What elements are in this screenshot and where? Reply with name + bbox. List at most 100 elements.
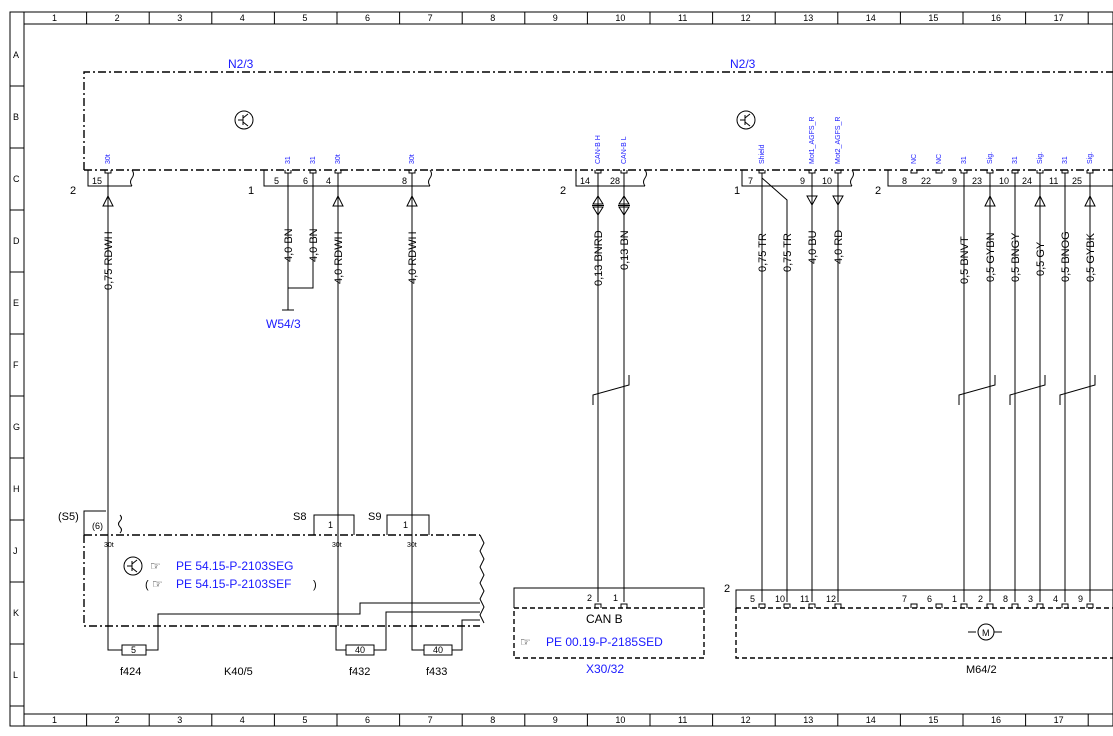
pin-signal: 31 <box>285 156 292 164</box>
motor-symbol: M <box>982 628 990 638</box>
connector-pin: 31 5 <box>274 156 292 186</box>
fuse-name: f432 <box>349 666 370 678</box>
motor-pin-number: 9 <box>1078 594 1083 604</box>
grid-col-label: 11 <box>678 13 687 23</box>
transistor-icon <box>234 110 254 130</box>
grid-col-label: 14 <box>866 13 876 23</box>
module-n2-3: N2/3 N2/3 2 1 2 1 2 <box>70 57 1113 197</box>
grid-col-label: 5 <box>302 13 307 23</box>
motor-icon: M <box>968 623 1002 641</box>
wire-label: 0,75 TR <box>782 233 794 272</box>
pin-number: 23 <box>972 176 982 186</box>
can-ref-link[interactable]: PE 00.19-P-2185SED <box>546 635 663 649</box>
grid-col-label: 16 <box>991 715 1001 725</box>
pin-number: 10 <box>999 176 1009 186</box>
pin-signal: 30t <box>105 154 112 164</box>
s9-pin: 1 <box>403 520 408 530</box>
pin-signal: 30t <box>409 154 416 164</box>
grid-col-label: 2 <box>115 13 120 23</box>
ground-label: W54/3 <box>266 317 301 331</box>
pin-number: 24 <box>1022 176 1032 186</box>
connector-pin: 31 9 <box>952 156 968 186</box>
wire-label: 0,5 BNGY <box>1010 232 1022 282</box>
wire-label: 4,0 BU <box>807 230 819 264</box>
wire: 4,0 BN <box>308 173 320 262</box>
relay-ref-link-2[interactable]: PE 54.15-P-2103SEF <box>176 577 291 591</box>
pin-number: 5 <box>274 176 279 186</box>
pin-signal: 31 <box>1012 156 1019 164</box>
relay-ref-close: ) <box>313 579 317 591</box>
connector-pin: Mot1_AGFS_R9 <box>800 117 816 186</box>
wire-label: 0,13 BNRD <box>593 230 605 286</box>
pin-signal: 30t <box>332 542 342 549</box>
grid-row-label: C <box>13 174 20 184</box>
s8-label: S8 <box>293 511 306 523</box>
transistor-icon <box>123 556 143 576</box>
s5-label: (S5) <box>58 511 79 523</box>
motor-pin-number: 7 <box>902 594 907 604</box>
grid-col-label: 8 <box>490 13 495 23</box>
wire-label: 0,75 TR <box>757 233 769 272</box>
wire-label: 4,0 RDWH <box>407 231 419 284</box>
motor-pin: 2 <box>978 594 994 608</box>
motor-pin: 10 <box>775 594 791 608</box>
grid-col-label: 8 <box>490 715 495 725</box>
pin-signal: Mot2_AGFS_R <box>835 117 842 164</box>
grid-row-label: K <box>13 608 19 618</box>
connector-number: 2 <box>560 185 566 197</box>
motor-pin-number: 11 <box>800 594 809 604</box>
connector-pin: 316 <box>303 156 317 186</box>
wire-label: 0,5 BNVT <box>959 236 971 284</box>
pin-signal: NC <box>911 154 918 164</box>
grid-col-label: 16 <box>991 13 1001 23</box>
motor-pin: 1 <box>952 594 968 608</box>
motor-pin-number: 10 <box>775 594 785 604</box>
can-box-title: CAN B <box>586 612 623 626</box>
grid-col-label: 6 <box>365 715 370 725</box>
wire: 0,75 TR <box>782 233 794 272</box>
grid-col-label: 17 <box>1054 715 1064 725</box>
motor-pin: 11 <box>800 594 816 608</box>
pin-signal: NC <box>936 154 943 164</box>
motor-pin: 7 <box>902 594 918 608</box>
grid-col-label: 4 <box>240 13 245 23</box>
pin-number: 7 <box>748 176 753 186</box>
pin-number: 9 <box>952 176 957 186</box>
pin-signal: 31 <box>961 156 968 164</box>
pin-signal: Sig. <box>1037 152 1044 164</box>
motor-pin: 9 <box>1078 594 1094 608</box>
wire-label: 4,0 RD <box>833 230 845 264</box>
pin-signal: CAN-B L <box>621 136 628 164</box>
wire: 0,5 GYBK <box>1084 173 1097 602</box>
motor-box-name: M64/2 <box>966 664 997 676</box>
pin-number: 8 <box>402 176 407 186</box>
pin-number: 8 <box>902 176 907 186</box>
module-label-left: N2/3 <box>228 57 254 71</box>
grid-row-label: B <box>13 112 19 122</box>
wire: 0,75 TR <box>757 173 769 602</box>
transistor-icon <box>736 110 756 130</box>
pin-signal: 30t <box>407 542 417 549</box>
grid-row-label: L <box>13 670 18 680</box>
connector-number: 2 <box>70 185 76 197</box>
grid-col-label: 13 <box>803 13 813 23</box>
grid-col-label: 1 <box>52 715 57 725</box>
hand-pointer-icon: ☞ <box>520 635 531 649</box>
relay-ref-link[interactable]: PE 54.15-P-2103SEG <box>176 559 293 573</box>
grid-row-label: E <box>13 298 19 308</box>
grid-col-label: 4 <box>240 715 245 725</box>
grid-col-label: 15 <box>928 13 938 23</box>
wire: 0,13 BN <box>618 173 631 602</box>
motor-pin-number: 1 <box>952 594 957 604</box>
pin-signal: Shield <box>759 144 766 164</box>
pin-signal: 31 <box>1062 156 1069 164</box>
pin-number: 15 <box>92 176 102 186</box>
connector-pin: Sig. 24 <box>1022 152 1044 186</box>
wire: 4,0 BN <box>283 173 295 262</box>
relay-box-name: K40/5 <box>224 666 253 678</box>
pin-number: 14 <box>580 176 590 186</box>
grid-col-label: 3 <box>177 715 182 725</box>
motor-pin-number: 3 <box>1028 594 1033 604</box>
motor-pin: 6 <box>927 594 943 608</box>
